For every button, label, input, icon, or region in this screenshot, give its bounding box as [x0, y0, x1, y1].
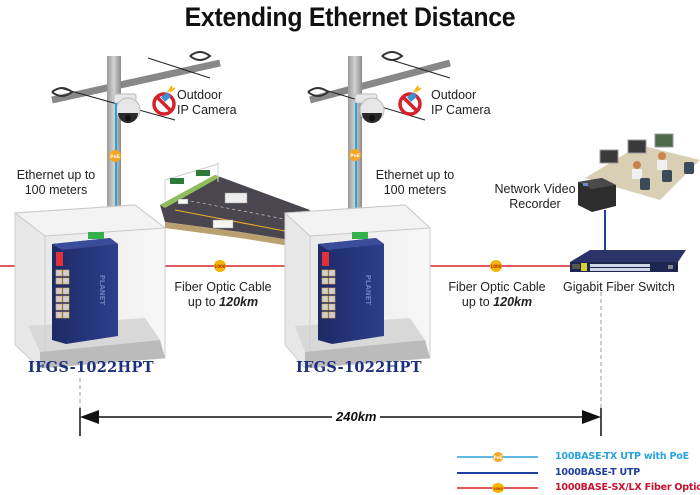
ethernet-distance-label-1: Ethernet up to 100 meters	[6, 168, 106, 198]
ethernet-label-line: 100 meters	[24, 183, 88, 197]
legend-label-poe: 100BASE-TX UTP with PoE	[555, 451, 689, 462]
camera-label-line: IP Camera	[177, 103, 237, 117]
svg-text:PoE: PoE	[110, 154, 119, 160]
office-chair-icon	[640, 162, 694, 190]
fiber-badge-1: 1000	[214, 260, 226, 272]
truck	[224, 192, 248, 204]
camera-label-line: Outdoor	[431, 88, 477, 102]
camera-label-line: IP Camera	[431, 103, 491, 117]
ethernet-label-line: Ethernet up to	[16, 168, 96, 182]
svg-text:1000: 1000	[493, 487, 503, 491]
svg-text:PLANET: PLANET	[98, 275, 106, 306]
svg-text:PoE: PoE	[494, 455, 503, 460]
nvr-label-line: Recorder	[509, 197, 561, 211]
road-sign	[196, 170, 210, 176]
ip-camera-2	[354, 93, 385, 123]
fiber-label-2: Fiber Optic Cable up to 120km	[437, 280, 557, 310]
insulator-icon	[51, 51, 212, 97]
poe-badge: PoE	[109, 150, 121, 162]
fiber-label-line: Fiber Optic Cable	[448, 280, 546, 294]
fiber-label-prefix: up to	[461, 295, 494, 309]
camera-label-2: Outdoor IP Camera	[431, 88, 491, 118]
pole-shaft	[107, 56, 121, 231]
fiber-label-prefix: up to	[187, 295, 220, 309]
ethernet-distance-label-2: Ethernet up to 100 meters	[365, 168, 465, 198]
camera-label-1: Outdoor IP Camera	[177, 88, 237, 118]
fiber-label-line: up to 120km	[163, 295, 283, 310]
fiber-label-1: Fiber Optic Cable up to 120km	[163, 280, 283, 310]
nvr-label-line: Network Video	[494, 182, 576, 196]
utility-pole-2	[307, 51, 451, 231]
industrial-switch-2: PLANET	[318, 232, 384, 344]
switch-label: Gigabit Fiber Switch	[563, 280, 675, 294]
power-wire	[147, 57, 211, 79]
legend: PoE 1000	[457, 452, 538, 493]
legend-line-poe: PoE	[457, 452, 538, 462]
svg-text:1000: 1000	[214, 264, 225, 269]
fiber-label-line: up to 120km	[437, 295, 557, 310]
utility-pole-1	[51, 51, 221, 231]
highway-illustration	[160, 162, 310, 246]
ethernet-label-line: Ethernet up to	[375, 168, 455, 182]
arrow-left-icon	[80, 410, 99, 424]
arrow-right-icon	[582, 410, 601, 424]
poe-badge: PoE	[349, 149, 361, 161]
total-distance-label: 240km	[332, 409, 381, 424]
network-video-recorder	[578, 178, 616, 212]
camera-label-line: Outdoor	[177, 88, 223, 102]
fiber-distance: 120km	[493, 295, 533, 309]
ethernet-label-line: 100 meters	[383, 183, 447, 197]
svg-text:PoE: PoE	[350, 153, 359, 159]
legend-label-fiber: 1000BASE-SX/LX Fiber Optic	[555, 482, 700, 493]
road-sign	[170, 178, 184, 184]
page-title: Extending Ethernet Distance	[184, 2, 516, 32]
device-model-label-1: IFGS-1022HPT	[28, 359, 154, 376]
fiber-label-line: Fiber Optic Cable	[174, 280, 272, 294]
operator-icon	[632, 152, 667, 179]
no-power-cable-icon	[398, 85, 422, 116]
legend-label-utp: 1000BASE-T UTP	[555, 467, 641, 478]
site-2: PoE	[283, 51, 451, 369]
monitor-icon	[599, 133, 674, 164]
no-power-cable-icon	[152, 85, 176, 116]
site-1: PoE	[13, 51, 221, 369]
gigabit-fiber-switch	[570, 250, 686, 272]
device-model-label-2: IFGS-1022HPT	[296, 359, 422, 376]
fiber-distance: 120km	[219, 295, 259, 309]
industrial-switch-1: PLANET	[52, 232, 118, 344]
van	[212, 219, 234, 229]
car	[177, 198, 189, 205]
svg-text:1000: 1000	[490, 264, 501, 269]
nvr-label: Network Video Recorder	[490, 182, 580, 212]
fiber-badge-2: 1000	[490, 260, 502, 272]
svg-text:PLANET: PLANET	[364, 275, 372, 306]
legend-line-fiber: 1000	[457, 483, 538, 493]
